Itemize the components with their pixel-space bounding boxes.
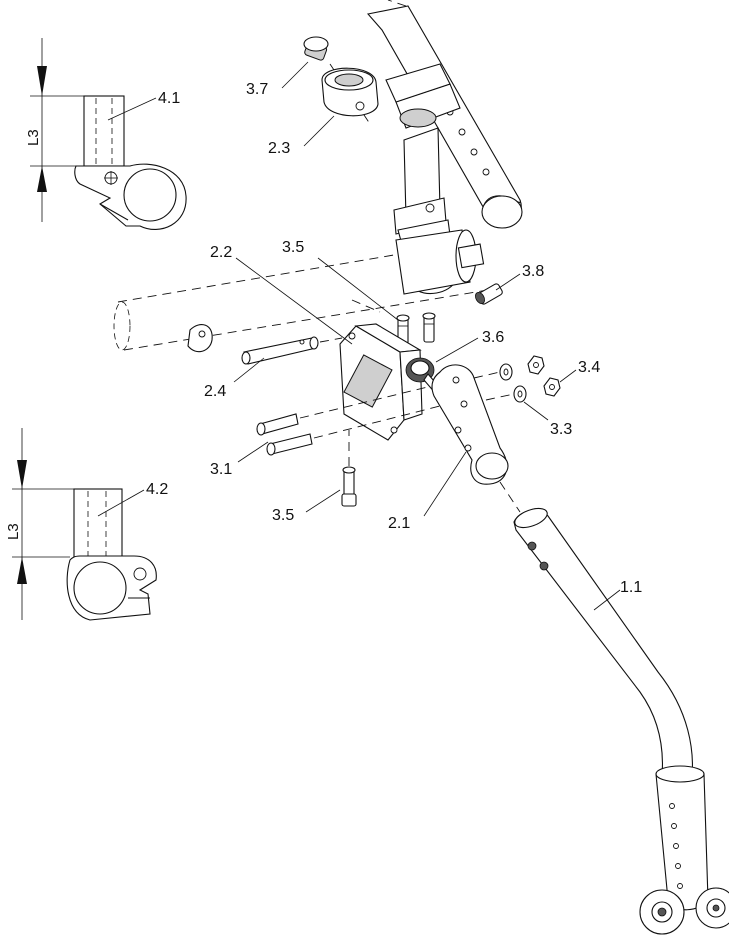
- screw-3-5-top: [396, 312, 436, 345]
- dimension-l3-bottom: [12, 428, 74, 620]
- label-3-1: 3.1: [210, 461, 232, 478]
- screw-3-5-bottom: [341, 466, 357, 507]
- caster-wheels: [639, 887, 729, 935]
- label-3-8: 3.8: [522, 263, 544, 280]
- horizontal-axle-tube: [113, 229, 489, 353]
- label-4-1: 4.1: [158, 90, 180, 107]
- swing-bracket-2-1: [431, 364, 509, 485]
- pin-2-4: [241, 336, 319, 365]
- bolts-3-1: [256, 413, 313, 456]
- clamp-ring-2-3: [321, 67, 379, 117]
- label-2-4: 2.4: [204, 383, 226, 400]
- bolt-3-8: [475, 283, 503, 305]
- dimension-l3-top: [30, 38, 84, 222]
- mounting-plate-2-2: [339, 323, 423, 441]
- upper-frame-tube: [366, 0, 523, 229]
- nuts-3-4: [527, 355, 561, 397]
- label-2-2: 2.2: [210, 244, 232, 261]
- label-3-5-bottom: 3.5: [272, 507, 294, 524]
- label-3-4: 3.4: [578, 359, 600, 376]
- label-3-7: 3.7: [246, 81, 268, 98]
- label-3-5-top: 3.5: [282, 239, 304, 256]
- detail-4-2-clamp: [66, 488, 157, 621]
- label-3-3: 3.3: [550, 421, 572, 438]
- screw-3-7: [303, 36, 329, 61]
- lower-leg-tube-1-1: [513, 507, 709, 911]
- label-3-6: 3.6: [482, 329, 504, 346]
- label-l3-top: L3: [25, 129, 42, 146]
- label-4-2: 4.2: [146, 481, 168, 498]
- label-2-3: 2.3: [268, 140, 290, 157]
- detail-4-1-clamp: [74, 95, 187, 231]
- label-1-1: 1.1: [620, 579, 642, 596]
- washers-3-3: [499, 363, 527, 403]
- label-2-1: 2.1: [388, 515, 410, 532]
- label-l3-bottom: L3: [5, 523, 22, 540]
